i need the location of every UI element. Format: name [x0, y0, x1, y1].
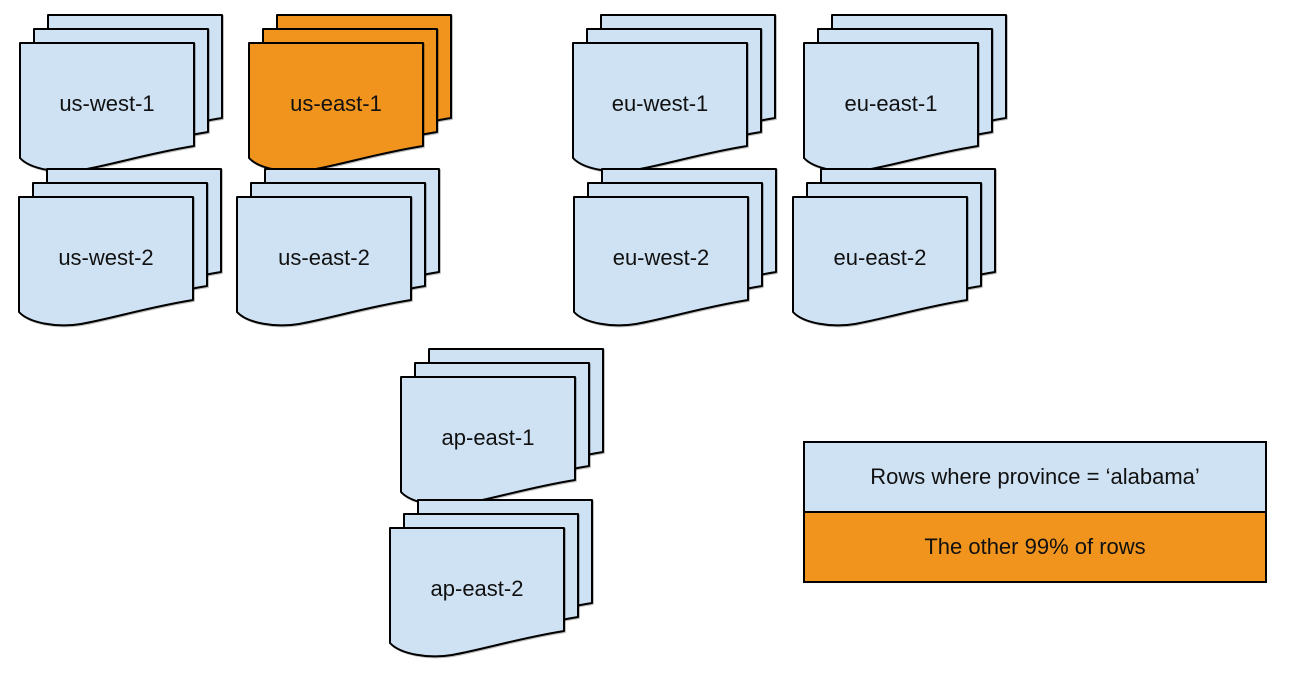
legend: Rows where province = ‘alabama’ The othe…: [803, 441, 1267, 583]
document-sheet-front: [236, 196, 412, 327]
region-label: eu-west-2: [613, 245, 710, 270]
legend-item-alabama-rows: Rows where province = ‘alabama’: [805, 443, 1265, 513]
region-stack-eu-east-2: eu-east-2: [792, 168, 996, 327]
region-label: eu-east-1: [845, 91, 938, 116]
region-label: us-west-1: [59, 91, 154, 116]
region-label: eu-west-1: [612, 91, 709, 116]
region-stack-ap-east-1: ap-east-1: [400, 348, 604, 507]
legend-label-alabama-rows: Rows where province = ‘alabama’: [870, 464, 1200, 489]
region-stack-eu-west-2: eu-west-2: [573, 168, 777, 327]
region-stack-us-west-1: us-west-1: [19, 14, 223, 173]
region-stack-eu-east-1: eu-east-1: [803, 14, 1007, 173]
region-stack-us-east-2: us-east-2: [236, 168, 440, 327]
legend-item-other-rows: The other 99% of rows: [805, 513, 1265, 581]
region-label: ap-east-2: [431, 576, 524, 601]
region-stack-ap-east-2: ap-east-2: [389, 499, 593, 658]
region-label: us-west-2: [58, 245, 153, 270]
region-label: ap-east-1: [442, 425, 535, 450]
document-sheet-front: [792, 196, 968, 327]
document-sheet-front: [573, 196, 749, 327]
region-stack-us-east-1: us-east-1: [248, 14, 452, 173]
document-sheet-front: [389, 527, 565, 658]
document-sheet-front: [18, 196, 194, 327]
region-stack-eu-west-1: eu-west-1: [572, 14, 776, 173]
legend-label-other-rows: The other 99% of rows: [924, 534, 1146, 559]
region-label: us-east-2: [278, 245, 370, 270]
region-stack-us-west-2: us-west-2: [18, 168, 222, 327]
region-label: us-east-1: [290, 91, 382, 116]
region-label: eu-east-2: [834, 245, 927, 270]
